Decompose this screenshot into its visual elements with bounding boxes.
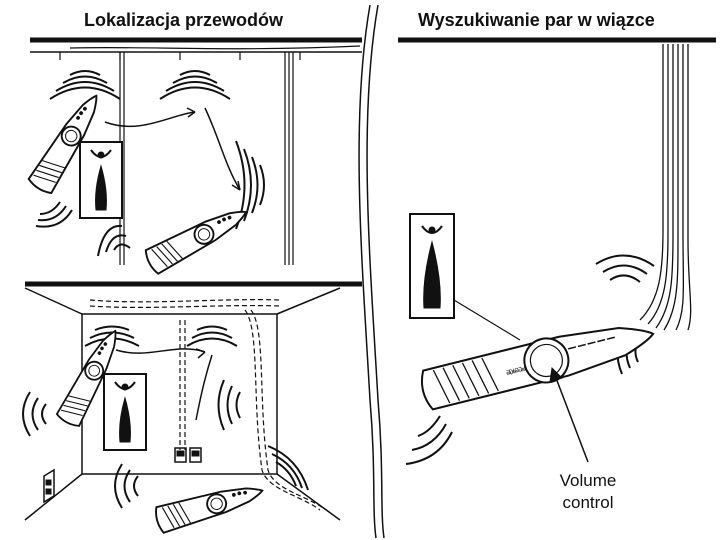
probe-model: networks	[505, 366, 526, 377]
speaker-icon	[35, 201, 73, 228]
speaker-icon	[114, 463, 139, 509]
signal-strength-icon	[409, 213, 521, 341]
sound-wave-icon	[186, 325, 238, 347]
sound-wave-icon	[267, 445, 309, 491]
left-bottom-scene	[22, 281, 362, 535]
panel-divider	[358, 4, 377, 539]
left-top-scene	[26, 37, 362, 277]
callout-volume: Volume	[559, 471, 617, 490]
right-scene: FLUKE networks	[398, 37, 716, 465]
wall-jack-icon	[43, 468, 55, 504]
sound-wave-icon	[49, 70, 121, 100]
sound-wave-icon	[159, 70, 231, 100]
tone-probe-icon: FLUKE networks	[420, 327, 655, 411]
speaker-icon	[22, 391, 47, 437]
signal-strength-icon	[79, 141, 123, 219]
wall-jack-icon	[174, 447, 202, 463]
right-panel-title: Wyszukiwanie par w wiązce	[418, 10, 655, 30]
sound-wave-icon	[217, 379, 241, 431]
left-panel-title: Lokalizacja przewodów	[84, 10, 284, 30]
probe-brand: FLUKE	[506, 364, 526, 375]
sound-wave-icon	[595, 254, 655, 283]
speaker-icon	[97, 224, 131, 257]
speaker-icon	[405, 415, 453, 465]
callout-control: control	[562, 493, 614, 512]
signal-strength-icon	[103, 373, 147, 451]
